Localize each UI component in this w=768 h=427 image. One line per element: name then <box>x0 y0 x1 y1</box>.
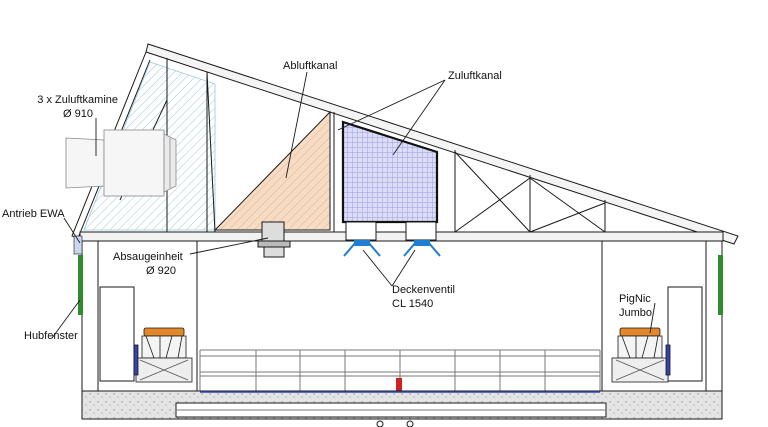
label-absaugeinheit-2: Ø 920 <box>146 265 176 277</box>
ewa-drive <box>73 235 83 255</box>
roof-trusses <box>119 58 606 234</box>
lift-window-left <box>78 255 83 315</box>
label-pignic-1: PigNic <box>619 293 651 305</box>
leader-lines <box>51 71 656 339</box>
exhaust-channel <box>213 110 331 231</box>
exhaust-unit <box>257 221 291 258</box>
label-zuluftkanal: Zuluftkanal <box>448 70 502 82</box>
label-pignic-2: Jumbo <box>619 307 653 319</box>
label-hubfenster: Hubfenster <box>24 330 78 342</box>
label-deckenventil-2: CL 1540 <box>392 298 434 310</box>
ceiling-valve-left <box>343 221 381 257</box>
supply-chimney <box>65 129 177 197</box>
center-drain <box>396 378 402 392</box>
ceiling-slab <box>79 231 724 242</box>
label-absaugeinheit-1: Absaugeinheit <box>113 251 183 263</box>
label-antrieb-ewa: Antrieb EWA <box>2 208 65 220</box>
feeder-right <box>611 327 671 383</box>
floor <box>81 390 723 427</box>
ceiling-valve-right <box>403 221 441 257</box>
walls <box>81 240 723 392</box>
label-zuluftkamine-1: 3 x Zuluftkamine <box>37 94 118 106</box>
label-zuluftkamine-2: Ø 910 <box>63 108 93 120</box>
pen-railings <box>199 349 601 392</box>
label-abluftkanal: Abluftkanal <box>283 60 338 72</box>
lift-window-right <box>718 255 723 315</box>
feeder-left <box>133 327 193 383</box>
label-deckenventil-1: Deckenventil <box>392 284 455 296</box>
supply-channel <box>341 120 439 224</box>
doors <box>99 286 703 382</box>
